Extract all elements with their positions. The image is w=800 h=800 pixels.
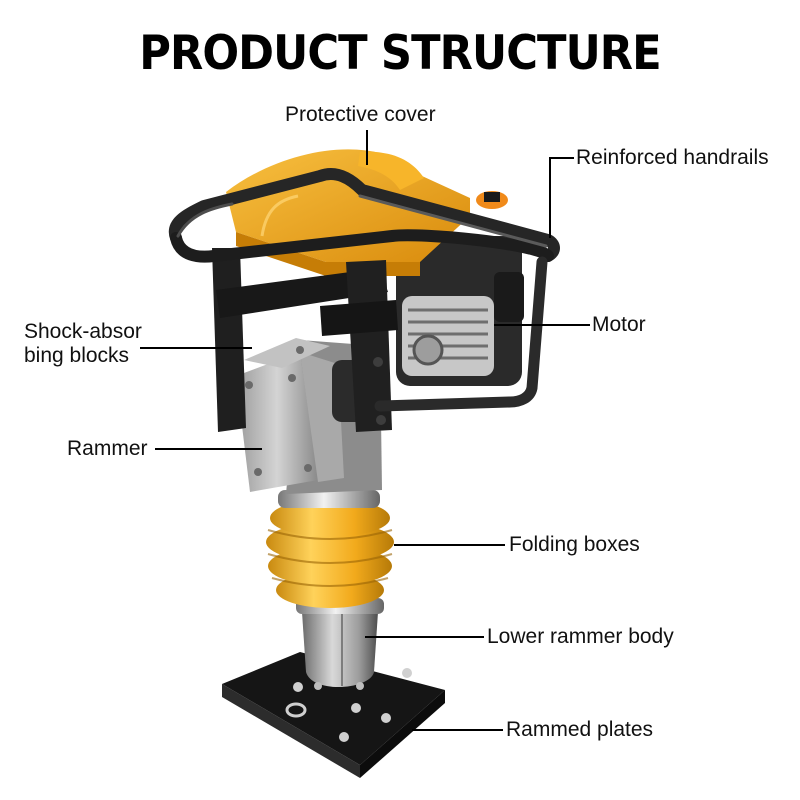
leader-lines bbox=[140, 130, 590, 731]
label-motor: Motor bbox=[592, 313, 646, 336]
reinforced-handrails bbox=[168, 167, 560, 412]
label-shock-absorbing-line1: Shock-absor bbox=[24, 320, 142, 343]
lower-rammer-body bbox=[296, 598, 384, 690]
page-title: PRODUCT STRUCTURE bbox=[139, 26, 662, 81]
label-reinforced-handrails: Reinforced handrails bbox=[576, 146, 769, 169]
label-shock-absorbing-line2: bing blocks bbox=[24, 344, 130, 367]
folding-boxes-bellows bbox=[266, 490, 394, 608]
label-lower-rammer-body: Lower rammer body bbox=[487, 625, 674, 648]
label-protective-cover: Protective cover bbox=[285, 103, 436, 126]
leader-reinforced-handrails bbox=[549, 157, 574, 238]
label-rammer: Rammer bbox=[67, 437, 148, 460]
motor bbox=[396, 191, 524, 386]
shock-absorbing-frame bbox=[212, 248, 398, 432]
rammed-plate bbox=[222, 652, 445, 778]
label-rammed-plates: Rammed plates bbox=[506, 718, 654, 741]
label-folding-boxes: Folding boxes bbox=[509, 533, 640, 556]
